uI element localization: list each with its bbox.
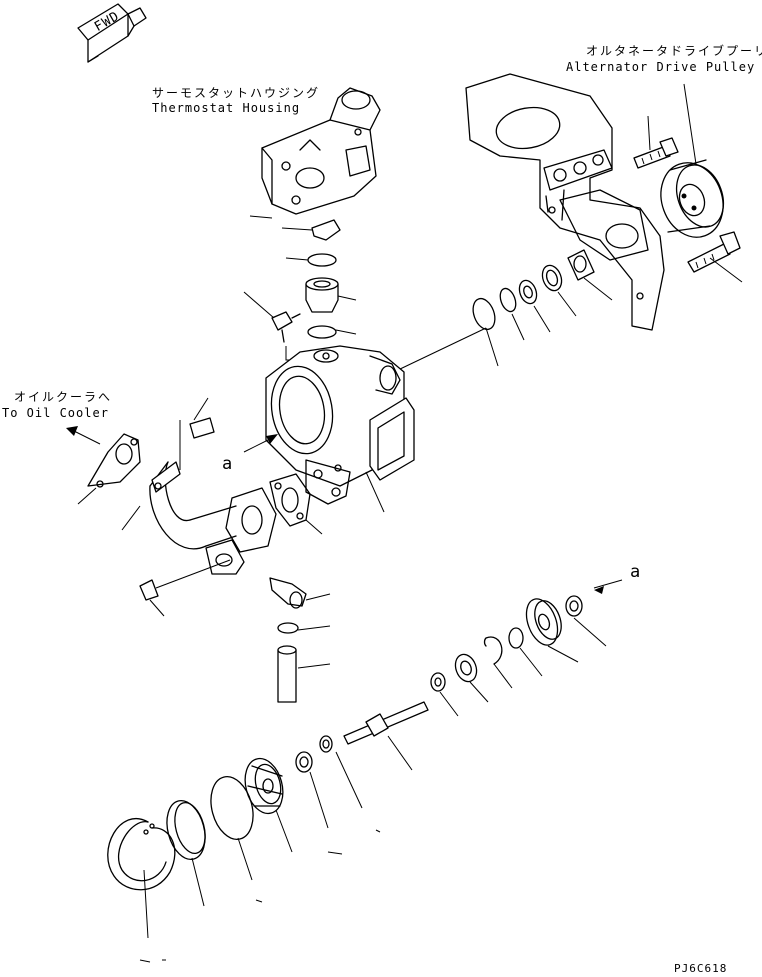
thermostat-housing-label-jp: サーモスタットハウジング [152,86,321,100]
cover-plate [166,800,206,860]
bearing-lower [454,653,478,683]
section-a-arrow [243,437,273,453]
o-ring-small [499,287,517,313]
thermostat-housing-label-en: Thermostat Housing [152,101,301,115]
bearing-upper [518,279,538,305]
outlet-gasket [269,473,311,527]
lower-section-a-label: a [630,562,642,582]
oil-cooler-pipe [149,461,277,575]
thermostat [305,277,339,313]
to-oil-cooler-arrow [71,429,101,445]
drain-hose [277,645,297,703]
pipe-gasket [87,433,141,488]
drain-elbow [269,577,307,609]
temperature-sensor [271,311,301,343]
seal-ring [319,735,333,753]
o-ring-large [472,297,496,331]
assembly-axis-line [397,327,487,371]
thrust-washer [508,627,524,649]
thermostat-gasket [311,219,341,241]
impeller [244,757,284,815]
alternator-drive-pulley-label-en: Alternator Drive Pulley [566,60,756,74]
pulley-bolt-lower [687,231,741,273]
thermostat-seal [307,325,337,339]
lower-section-a-arrow [593,579,623,589]
section-a-label: a [222,454,234,474]
seal-upper [541,264,563,292]
retaining-ring [107,818,176,891]
spacer [430,672,446,692]
hub-upper [567,249,595,281]
snap-ring [483,636,503,665]
to-oil-cooler-label-jp: オイルクーラへ [14,390,113,404]
water-pump-housing [265,345,415,505]
drive-gear [525,598,562,646]
pulley-bolt-upper [633,137,679,169]
pump-o-ring [210,776,254,840]
pipe-bolt-lower [139,559,231,601]
pipe-bolt-upper [179,417,215,470]
to-oil-cooler-label-en: To Oil Cooler [2,406,109,420]
gear-bushing [565,595,583,617]
alternator-drive-pulley [660,159,725,238]
engine-front-cover [465,73,665,331]
hose-clamp [277,622,299,634]
drawing-code: PJ6C618 [674,962,728,975]
fwd-arrow-icon [77,3,147,63]
alternator-drive-pulley-label-jp: オルタネータドライブプーリ [586,44,762,58]
pump-shaft [343,701,429,745]
thermostat-o-ring [307,253,337,267]
seal-cup [295,751,313,773]
thermostat-housing [261,87,381,215]
